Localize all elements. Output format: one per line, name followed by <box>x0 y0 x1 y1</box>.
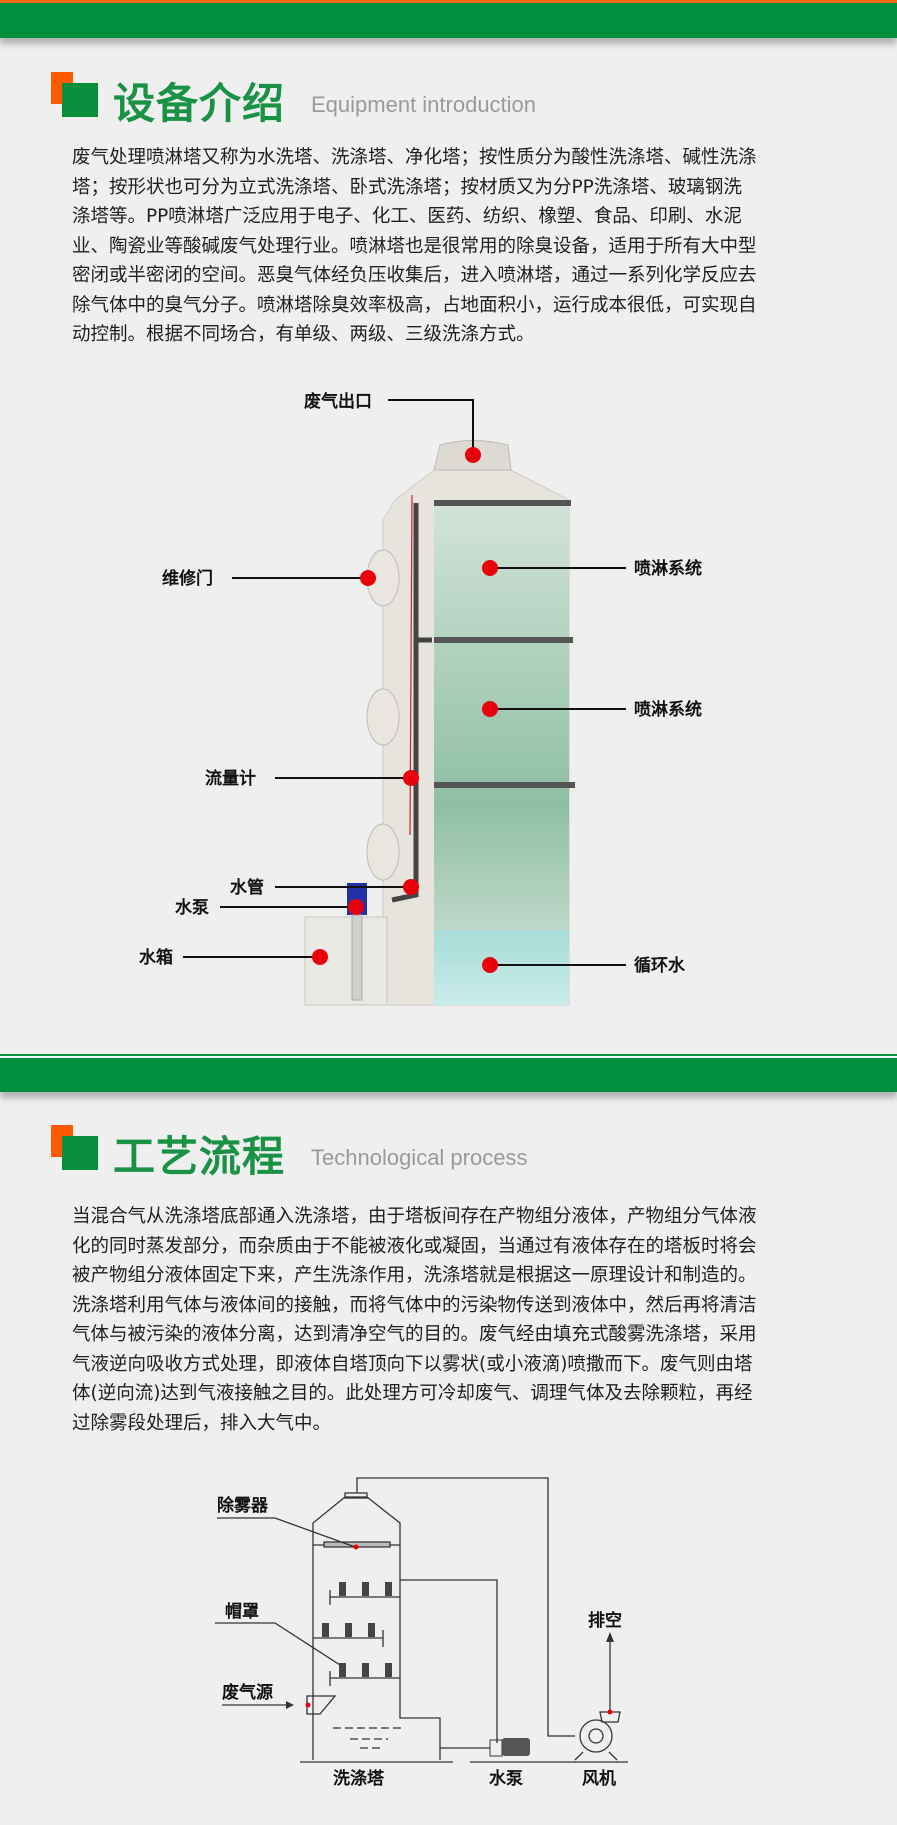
label-exhaust: 排空 <box>588 1610 622 1631</box>
section-heading-equipment: 设备介绍 Equipment introduction <box>51 72 851 128</box>
tower-outlet <box>344 1492 368 1499</box>
text-line: 塔；按形状也可分为立式洗涤塔、卧式洗涤塔；按材质又为分PP洗涤塔、玻璃钢洗 <box>72 176 742 198</box>
scrubber-tower <box>312 1496 441 1760</box>
text-line: 气液逆向吸收方式处理，即液体自塔顶向下以雾状(或小液滴)喷撒而下。废气则由塔 <box>72 1353 753 1375</box>
label-water-pump: 水泵 <box>489 1768 523 1789</box>
process-flow-diagram: 除雾器 帽罩 废气源 排空 洗涤塔 水泵 风机 <box>215 1477 628 1789</box>
header-band <box>0 3 897 38</box>
equipment-description: 废气处理喷淋塔又称为水洗塔、洗涤塔、净化塔；按性质分为酸性洗涤塔、碱性洗涤 塔；… <box>72 143 847 350</box>
label-water-tank: 水箱 <box>139 947 173 968</box>
heading-green-square <box>62 83 98 117</box>
marker-dot <box>482 957 498 973</box>
pump-shaft <box>351 914 363 1001</box>
section-divider-band <box>0 1056 897 1092</box>
label-spray-system-1: 喷淋系统 <box>634 558 702 579</box>
section-title-en: Technological process <box>311 1145 528 1170</box>
marker-dot <box>465 447 481 463</box>
label-spray-system-2: 喷淋系统 <box>634 699 702 720</box>
maintenance-door <box>366 823 400 881</box>
text-line: 过除雾段处理后，排入大气中。 <box>72 1412 332 1434</box>
text-line: 废气处理喷淋塔又称为水洗塔、洗涤塔、净化塔；按性质分为酸性洗涤塔、碱性洗涤 <box>72 147 757 168</box>
text-line: 气体与被污染的液体分离，达到清净空气的目的。废气经由填充式酸雾洗涤塔，采用 <box>72 1324 757 1345</box>
water-pump-icon <box>489 1738 530 1757</box>
label-gas-outlet: 废气出口 <box>304 391 372 412</box>
gas-inlet <box>306 1695 337 1715</box>
bubble-caps <box>322 1582 392 1677</box>
marker-dot <box>312 949 328 965</box>
section-title-en: Equipment introduction <box>311 92 537 117</box>
process-description: 当混合气从洗涤塔底部通入洗涤塔，由于塔板间存在产物组分液体，产物组分气体液 化的… <box>72 1202 847 1438</box>
label-circulating-water: 循环水 <box>634 955 686 976</box>
text-line: 洗涤塔利用气体与液体间的接触，而将气体中的污染物传送到液体中，然后再将清洁 <box>72 1294 757 1316</box>
spray-tower-diagram: 废气出口 维修门 喷淋系统 喷淋系统 流量计 水管 水泵 水箱 循环水 <box>139 391 702 1006</box>
marker-dot <box>360 570 376 586</box>
marker-dot <box>482 560 498 576</box>
section-title-cn: 工艺流程 <box>113 1132 286 1181</box>
text-line: 当混合气从洗涤塔底部通入洗涤塔，由于塔板间存在产物组分液体，产物组分气体液 <box>72 1206 757 1227</box>
section-heading-process: 工艺流程 Technological process <box>51 1125 851 1181</box>
marker-dot <box>348 899 364 915</box>
fan-housing <box>579 1719 613 1753</box>
exhaust-duct <box>356 1477 575 1737</box>
label-scrubber-tower: 洗涤塔 <box>333 1768 385 1789</box>
water-pipe <box>391 503 419 903</box>
text-line: 化的同时蒸发部分，而杂质由于不能被液化或凝固，当通过有液体存在的塔板时将会 <box>72 1235 757 1257</box>
section-title-cn: 设备介绍 <box>113 79 286 128</box>
top-accent-line <box>0 0 897 3</box>
label-demister: 除雾器 <box>217 1495 269 1516</box>
label-fan: 风机 <box>582 1768 616 1789</box>
text-line: 被产物组分液体固定下来，产生洗涤作用，洗涤塔就是根据这一原理设计和制造的。 <box>72 1265 757 1286</box>
marker-dot <box>403 879 419 895</box>
demister <box>323 1541 391 1548</box>
text-line: 动控制。根据不同场合，有单级、两级、三级洗涤方式。 <box>72 324 535 345</box>
label-water-pump: 水泵 <box>175 897 209 918</box>
tower-band <box>434 637 573 643</box>
tower-band <box>434 782 575 788</box>
text-line: 体(逆向流)达到气液接触之目的。此处理方可冷却废气、调理气体及去除颗粒，再经 <box>72 1383 753 1404</box>
tower-glass <box>434 503 569 1005</box>
tower-band <box>434 500 571 506</box>
marker-dot <box>403 770 419 786</box>
heading-green-square <box>62 1136 98 1170</box>
label-water-pipe: 水管 <box>230 877 264 898</box>
label-maintenance-door: 维修门 <box>162 568 213 589</box>
label-flowmeter: 流量计 <box>205 768 256 789</box>
label-bubble-cap: 帽罩 <box>225 1601 259 1622</box>
text-line: 密闭或半密闭的空间。恶臭气体经负压收集后，进入喷淋塔，通过一系列化学反应去 <box>72 265 757 286</box>
label-gas-source: 废气源 <box>222 1682 273 1703</box>
text-line: 除气体中的臭气分子。喷淋塔除臭效率极高，占地面积小，运行成本很低，可实现自 <box>72 294 757 316</box>
text-line: 涤塔等。PP喷淋塔广泛应用于电子、化工、医药、纺织、橡塑、食品、印刷、水泥 <box>72 206 742 227</box>
circulating-water <box>434 930 569 1005</box>
text-line: 业、陶瓷业等酸碱废气处理行业。喷淋塔也是很常用的除臭设备，适用于所有大中型 <box>72 235 757 257</box>
maintenance-door <box>366 688 400 746</box>
marker-dot <box>482 701 498 717</box>
